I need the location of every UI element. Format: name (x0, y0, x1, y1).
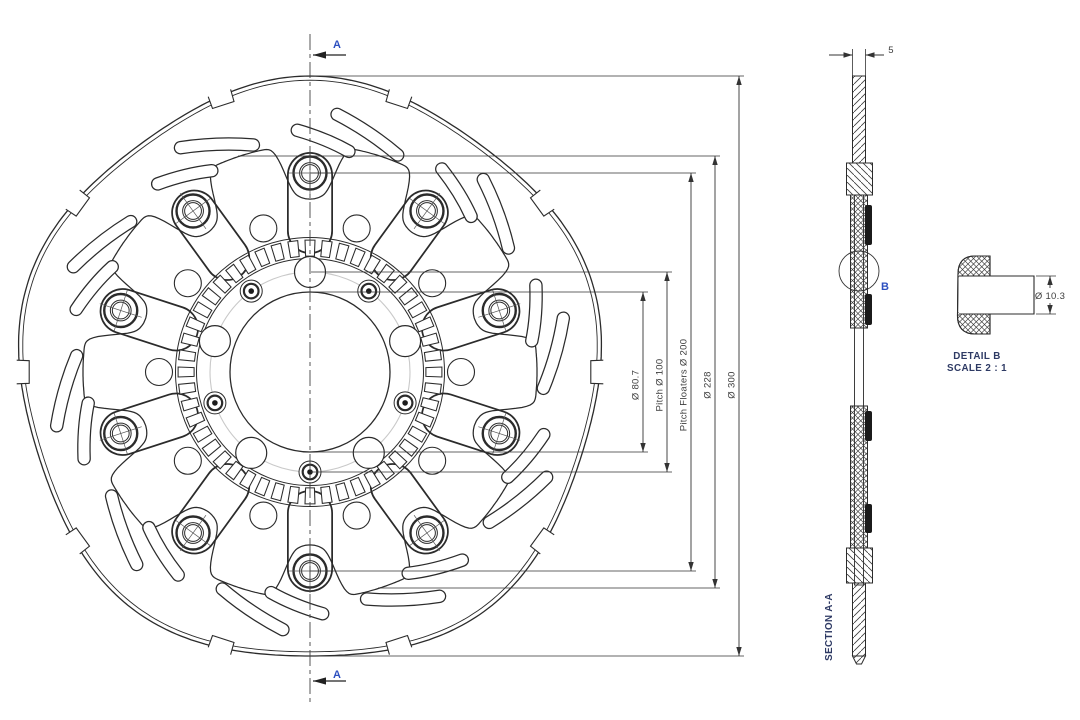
detail-view-scale: SCALE 2 : 1 (947, 363, 1007, 374)
dim-label-band: Ø 228 (703, 371, 714, 398)
detail-view (956, 255, 1056, 335)
small-dimensions: 5 Ø 10.3 (888, 45, 1065, 302)
dim-label-pitch: Pitch Ø 100 (655, 359, 666, 412)
dimension-labels: Ø 80.7 Pitch Ø 100 Pitch Floaters Ø 200 … (631, 339, 738, 432)
pin-diameter-text: Ø 10.3 (1035, 291, 1065, 302)
view-titles: SECTION A-A DETAIL B SCALE 2 : 1 (824, 351, 1007, 661)
detail-view-title: DETAIL B (953, 351, 1000, 362)
thickness-dim-text: 5 (888, 45, 894, 56)
section-markers: A A B (333, 39, 889, 681)
dimension-lines (238, 75, 744, 657)
dim-label-outer: Ø 300 (727, 371, 738, 398)
section-marker-a-bottom: A (333, 669, 341, 681)
dim-label-pitch-floaters: Pitch Floaters Ø 200 (679, 339, 690, 432)
section-view-title: SECTION A-A (824, 593, 835, 661)
front-view (16, 34, 604, 706)
section-marker-a-top: A (333, 39, 341, 51)
detail-marker-b: B (881, 281, 889, 293)
section-view (829, 49, 884, 665)
dim-label-bore: Ø 80.7 (631, 370, 642, 400)
